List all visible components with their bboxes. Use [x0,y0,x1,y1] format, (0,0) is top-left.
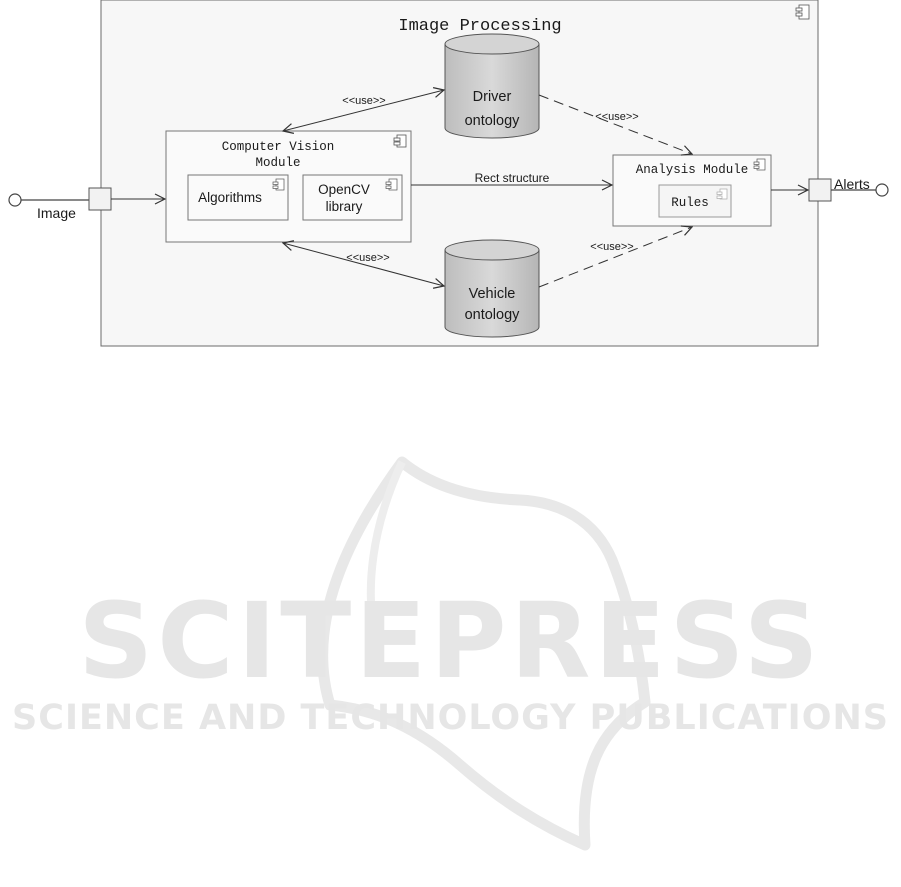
image-input-port: Image [9,188,111,221]
driver-analysis-use-label: <<use>> [595,111,638,123]
driver-ontology-label-line1: Driver [473,89,512,105]
driver-ontology-label-line2: ontology [465,113,521,129]
cv-vehicle-use-label: <<use>> [346,252,389,264]
rules-component: Rules [659,185,731,217]
input-port-square [89,188,111,210]
output-port-square [809,179,831,201]
image-processing-title: Image Processing [398,17,561,36]
input-interface-circle [9,194,21,206]
watermark-sub-text: SCIENCE AND TECHNOLOGY PUBLICATIONS [0,698,901,738]
rules-label: Rules [671,196,709,210]
computer-vision-module: Computer Vision Module Algorithms OpenCV… [166,131,411,242]
rect-structure-label: Rect structure [475,171,550,185]
input-port-label: Image [37,205,76,221]
watermark-main-text: SCITEPRESS [0,580,901,702]
scitepress-watermark: SCITEPRESS SCIENCE AND TECHNOLOGY PUBLIC… [0,440,901,887]
opencv-label-line1: OpenCV [318,182,370,197]
alerts-output-port: Alerts [809,176,888,201]
output-interface-circle [876,184,888,196]
algorithms-component: Algorithms [188,175,288,220]
cv-module-title-line2: Module [255,156,300,170]
vehicle-ontology-label-line1: Vehicle [469,286,516,302]
cv-driver-use-label: <<use>> [342,95,385,107]
cv-module-title-line1: Computer Vision [222,140,335,154]
algorithms-label: Algorithms [198,190,262,205]
output-port-label: Alerts [834,176,870,192]
vehicle-ontology-label-line2: ontology [465,307,521,323]
opencv-label-line2: library [326,199,363,214]
analysis-module: Analysis Module Rules [613,155,771,226]
vehicle-analysis-use-label: <<use>> [590,241,633,253]
analysis-module-title: Analysis Module [636,163,749,177]
vehicle-ontology-database: Vehicle ontology [445,240,539,337]
opencv-library-component: OpenCV library [303,175,402,220]
driver-ontology-database: Driver ontology [445,34,539,138]
